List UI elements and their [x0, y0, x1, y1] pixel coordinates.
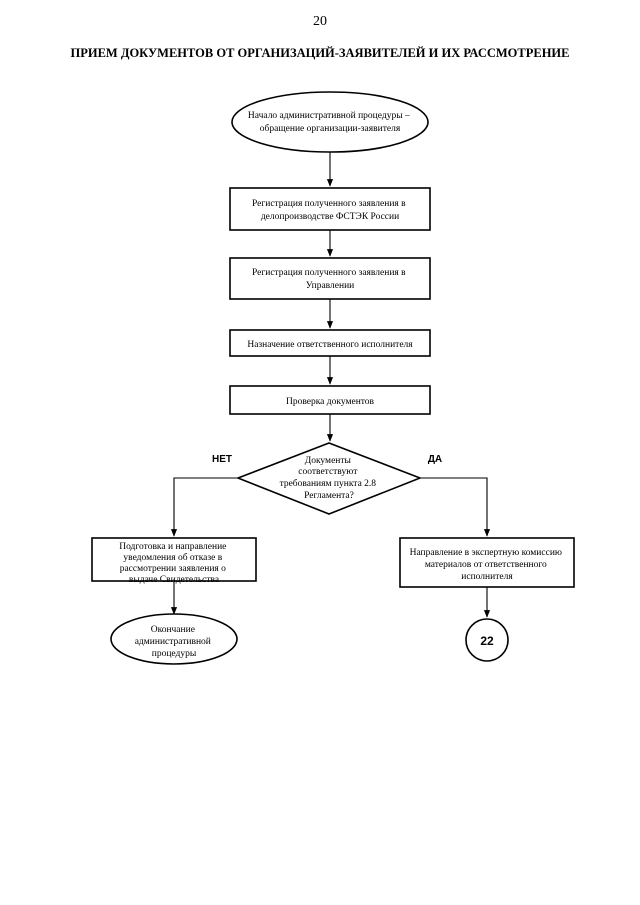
page-title: ПРИЕМ ДОКУМЕНТОВ ОТ ОРГАНИЗАЦИЙ-ЗАЯВИТЕЛ…	[70, 46, 570, 60]
edge-decision-yes	[420, 477, 491, 537]
branch-yes-label: ДА	[428, 454, 442, 465]
edge-decision-no	[170, 477, 238, 537]
check-documents-label: Проверка документов	[286, 397, 375, 407]
process-registration-department	[229, 257, 431, 300]
end-label: Окончание административной процедуры	[135, 625, 214, 659]
page-connector-label: 22	[480, 634, 494, 648]
expert-commission-label: Направление в экспертную комиссию матери…	[410, 548, 565, 582]
process-assign-executor	[229, 329, 431, 357]
registration-department-label: Регистрация полученного заявления в Упра…	[252, 268, 408, 291]
start-label: Начало административной процедуры – обра…	[248, 110, 412, 134]
registration-fstek-label: Регистрация полученного заявления в дело…	[252, 199, 408, 222]
start-terminator	[231, 91, 429, 153]
decision-label: Документы соответствуют требованиям пунк…	[280, 456, 379, 501]
branch-no-label: НЕТ	[212, 454, 232, 465]
page-connector	[465, 618, 509, 662]
process-registration-fstek	[229, 187, 431, 231]
page-number: 20	[313, 14, 327, 29]
process-refusal-notice	[91, 537, 257, 582]
assign-executor-label: Назначение ответственного исполнителя	[247, 340, 413, 350]
process-expert-commission	[399, 537, 575, 588]
end-terminator	[110, 613, 238, 665]
decision-diamond	[235, 442, 423, 515]
process-check-documents	[229, 385, 431, 415]
refusal-notice-label: Подготовка и направление уведомления об …	[119, 542, 229, 585]
